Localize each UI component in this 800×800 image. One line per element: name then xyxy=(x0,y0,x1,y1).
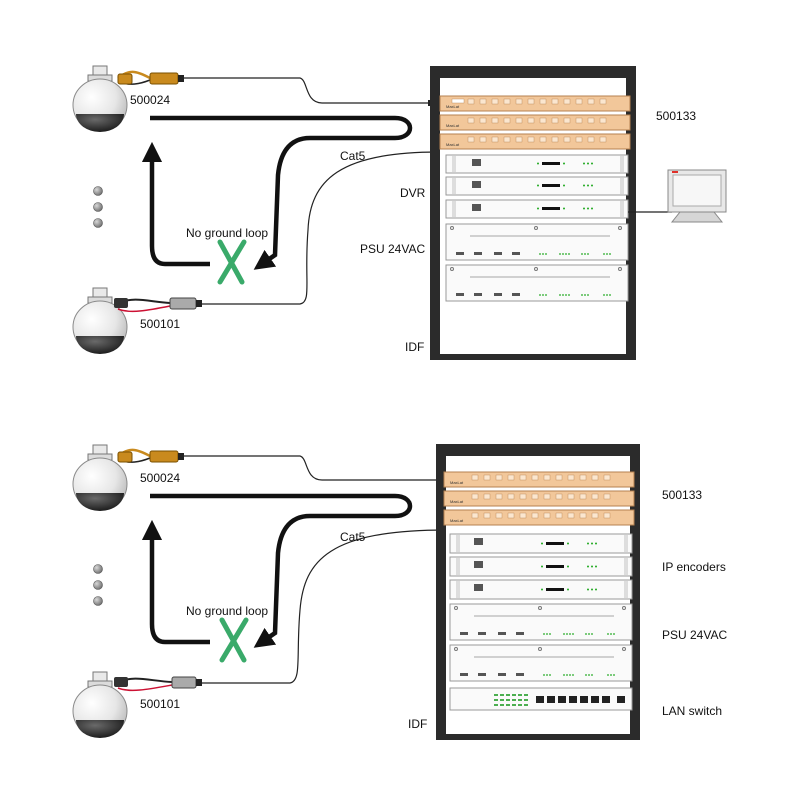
patch-panel xyxy=(443,490,635,507)
dome-camera-icon xyxy=(72,444,128,511)
dvr-unit xyxy=(445,176,629,196)
camera-part-label: 500101 xyxy=(140,697,180,711)
svg-text:MaxLat: MaxLat xyxy=(450,499,464,504)
patch-panel-part-label: 500133 xyxy=(662,488,702,502)
more-cameras-dots-icon xyxy=(93,564,103,606)
camera-part-label: 500101 xyxy=(140,317,180,331)
dome-camera-icon xyxy=(72,671,128,738)
cable-label: Cat5 xyxy=(340,149,366,163)
lan-switch-unit xyxy=(449,687,633,711)
camera-part-label: 500024 xyxy=(140,471,180,485)
patch-panel xyxy=(443,509,635,526)
monitor-icon xyxy=(628,169,727,223)
svg-text:MaxLat: MaxLat xyxy=(450,480,464,485)
cat5-cable xyxy=(184,455,438,481)
cat5-cable xyxy=(202,151,439,305)
patch-panel-part-label: 500133 xyxy=(656,109,696,123)
svg-text:MaxLat: MaxLat xyxy=(446,104,460,109)
signal-loop-arrow xyxy=(150,493,413,648)
patch-panel xyxy=(439,114,631,131)
cable-label: Cat5 xyxy=(340,530,366,544)
ip-encoder-unit xyxy=(449,533,633,554)
dome-camera-icon xyxy=(72,287,128,354)
dome-camera-icon xyxy=(72,65,128,132)
cat5-cable xyxy=(202,529,447,684)
no-ground-loop-label: No ground loop xyxy=(186,226,268,240)
camera-part-label: 500024 xyxy=(130,93,170,107)
patch-panel xyxy=(439,95,631,112)
idf-label: IDF xyxy=(408,717,427,731)
dvr-unit xyxy=(445,199,629,219)
signal-loop-arrow xyxy=(141,519,210,645)
ip-encoder-unit xyxy=(449,579,633,600)
signal-loop-arrow xyxy=(150,115,413,270)
diagram-ip-encoders: MaxLat MaxLat MaxLat xyxy=(72,444,727,740)
video-balun-icon xyxy=(117,448,184,463)
video-balun-icon xyxy=(114,297,202,313)
svg-text:MaxLat: MaxLat xyxy=(446,123,460,128)
no-ground-loop-label: No ground loop xyxy=(186,604,268,618)
dvr-unit xyxy=(445,154,629,174)
video-balun-icon xyxy=(114,676,202,692)
equipment-rack: MaxLat MaxLat MaxLat xyxy=(436,444,640,740)
no-ground-loop-x-icon xyxy=(219,617,249,663)
dvr-label: DVR xyxy=(400,186,426,200)
video-balun-icon xyxy=(117,70,184,85)
patch-panel xyxy=(439,133,631,150)
no-ground-loop-x-icon xyxy=(217,239,247,285)
more-cameras-dots-icon xyxy=(93,186,103,228)
psu-label: PSU 24VAC xyxy=(662,628,727,642)
psu-unit xyxy=(445,264,629,302)
psu-unit xyxy=(449,603,633,641)
idf-label: IDF xyxy=(405,340,424,354)
ip-encoder-unit xyxy=(449,556,633,577)
lan-switch-label: LAN switch xyxy=(662,704,722,718)
patch-panel xyxy=(443,471,635,488)
ip-encoders-label: IP encoders xyxy=(662,560,726,574)
cat5-cable xyxy=(184,77,430,104)
signal-loop-arrow xyxy=(141,141,210,267)
svg-text:MaxLat: MaxLat xyxy=(446,142,460,147)
psu-unit xyxy=(449,644,633,682)
equipment-rack: MaxLat MaxLat MaxLat xyxy=(430,66,636,360)
diagram-dvr: MaxLat MaxLat MaxLat xyxy=(72,65,727,360)
psu-unit xyxy=(445,223,629,261)
svg-text:MaxLat: MaxLat xyxy=(450,518,464,523)
psu-label: PSU 24VAC xyxy=(360,242,425,256)
